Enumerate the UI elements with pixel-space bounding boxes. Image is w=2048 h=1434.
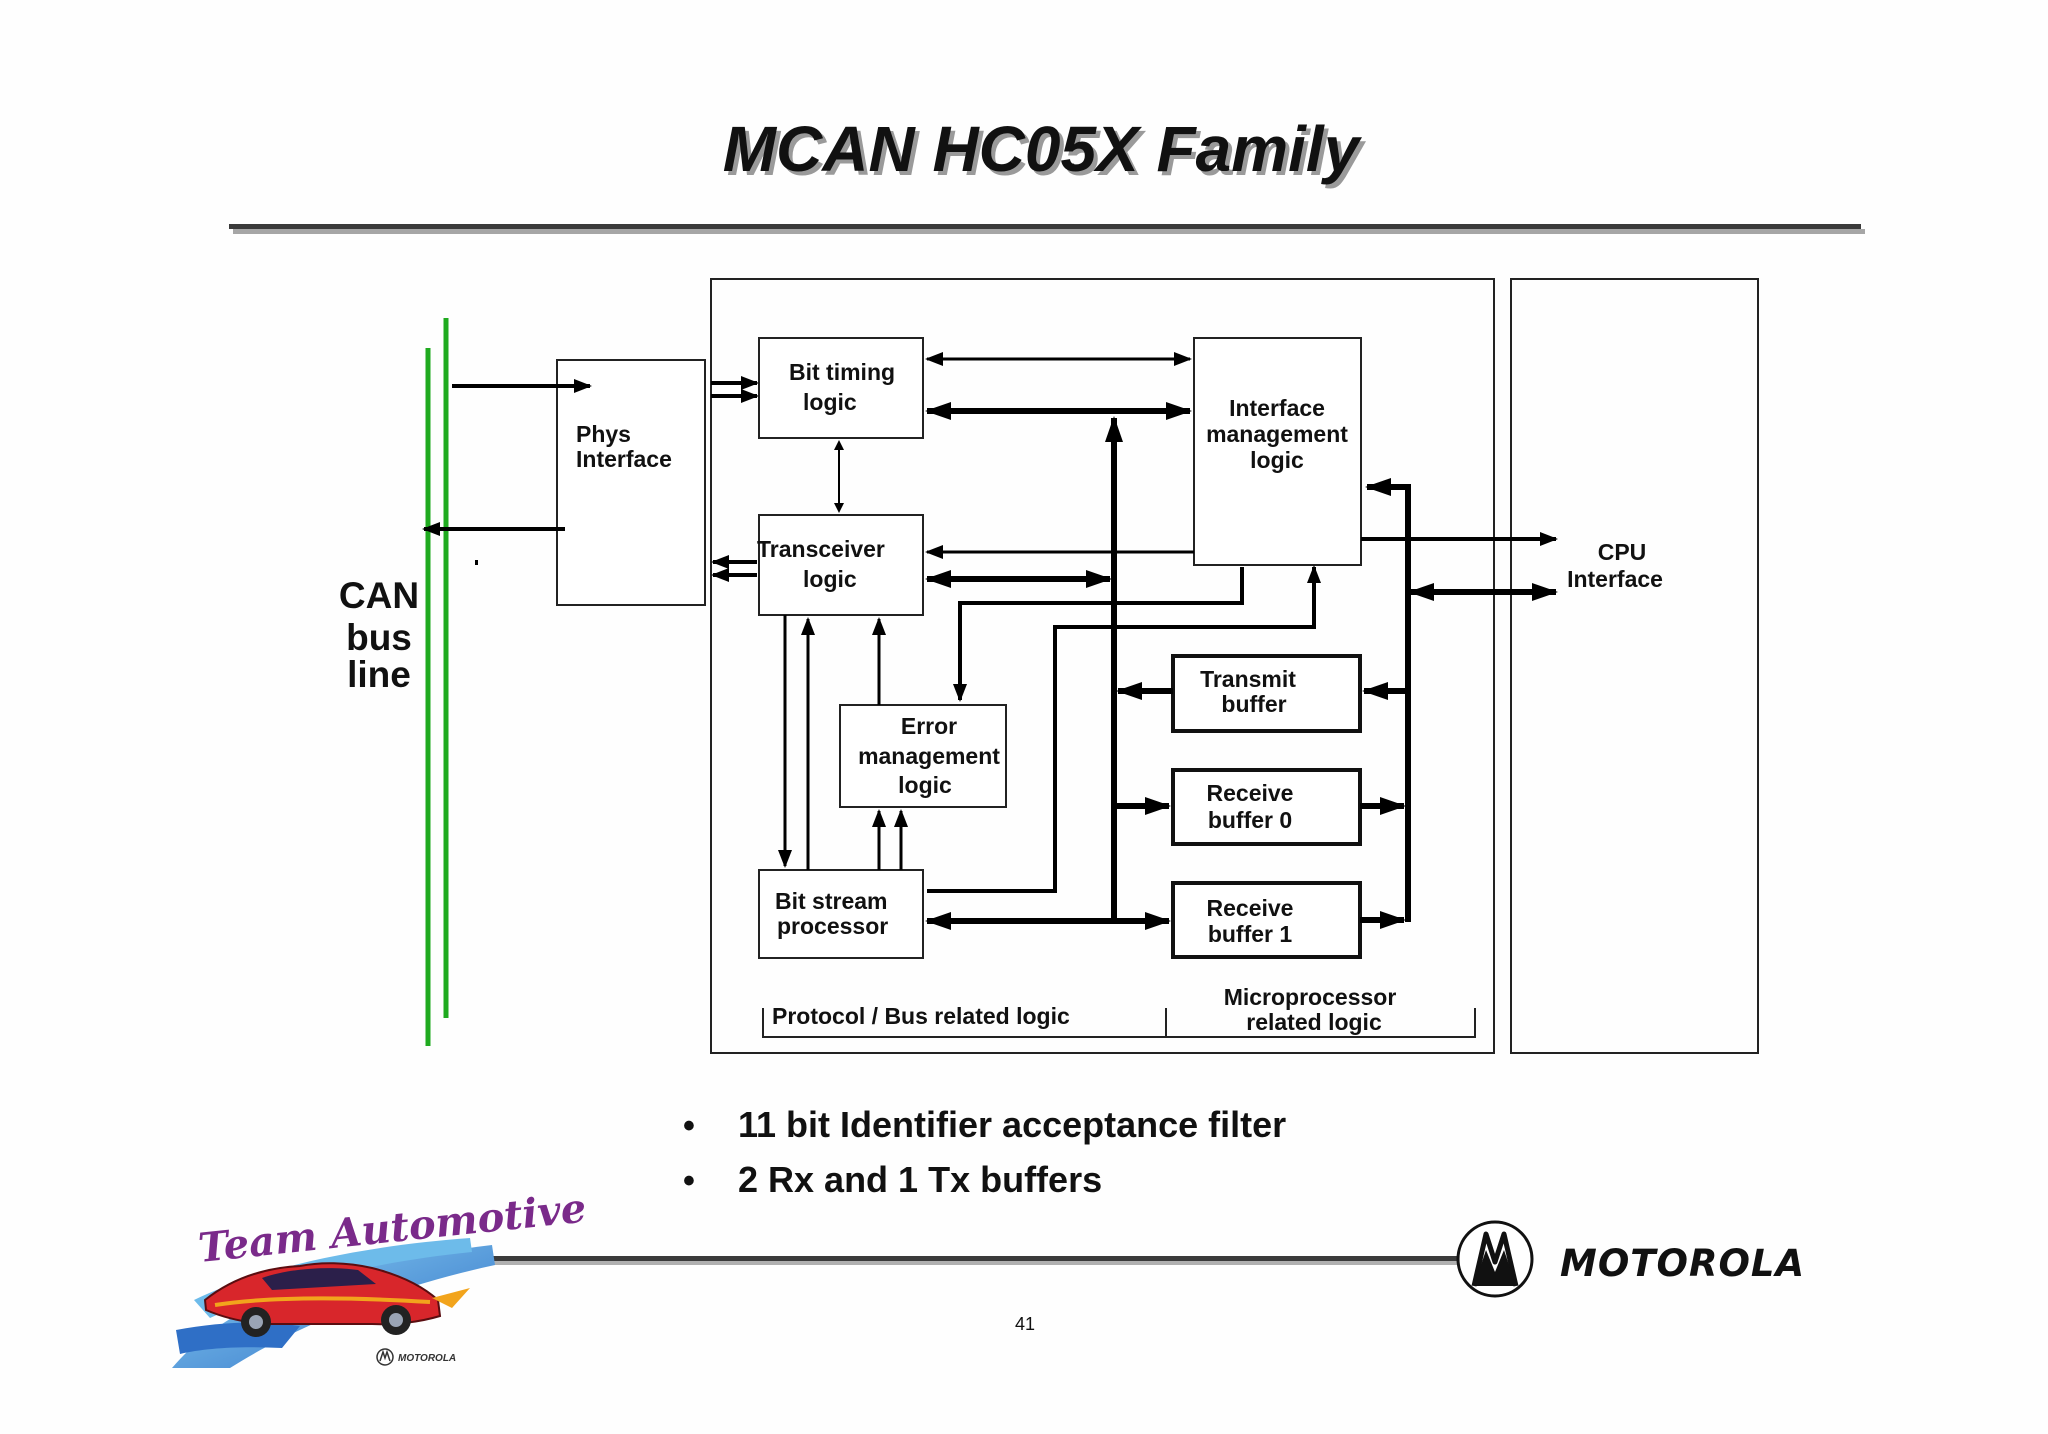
- svg-text:logic: logic: [803, 566, 857, 592]
- protocol-region-label: Protocol / Bus related logic: [762, 1003, 1167, 1038]
- svg-text:•: •: [683, 1162, 695, 1200]
- svg-text:Protocol / Bus related logic: Protocol / Bus related logic: [772, 1003, 1070, 1029]
- bus-label: bus: [346, 617, 412, 658]
- svg-text:Bit stream: Bit stream: [775, 888, 887, 914]
- microprocessor-region-label: Microprocessor related logic: [1165, 984, 1476, 1038]
- bullet-item: • 2 Rx and 1 Tx buffers: [683, 1159, 1102, 1200]
- slide-title: MCAN HC05X Family MCAN HC05X Family: [723, 113, 1367, 189]
- svg-text:related logic: related logic: [1246, 1009, 1382, 1035]
- error-management-block: Error management logic: [839, 704, 1007, 808]
- svg-text:Error: Error: [901, 713, 957, 739]
- can-label: CAN: [339, 575, 419, 616]
- arrow-interface-to-error: [953, 567, 1244, 702]
- svg-text:•: •: [683, 1107, 695, 1145]
- svg-text:Phys: Phys: [576, 421, 631, 447]
- motorola-logo: MOTOROLA: [1456, 1220, 1805, 1298]
- car-icon: [203, 1262, 470, 1337]
- team-automotive-logo: Team Automotive MOTOROLA: [172, 1184, 588, 1368]
- receive-buffer-0-block: Receive buffer 0: [1171, 768, 1362, 846]
- bullet-text: 2 Rx and 1 Tx buffers: [738, 1159, 1102, 1200]
- cpu-boundary: [1510, 278, 1759, 1054]
- controller-boundary: [710, 278, 1495, 1054]
- small-motorola-mark: MOTOROLA: [376, 1348, 456, 1366]
- svg-text:Microprocessor: Microprocessor: [1224, 984, 1397, 1010]
- transmit-buffer-block: Transmit buffer: [1171, 654, 1362, 733]
- footer-rule: [470, 1256, 1474, 1265]
- svg-text:Bit timing: Bit timing: [789, 359, 895, 385]
- transceiver-block: Transceiver logic: [757, 514, 924, 616]
- connections: [422, 352, 1558, 930]
- svg-text:management: management: [1206, 421, 1348, 447]
- svg-text:Receive: Receive: [1207, 895, 1294, 921]
- bit-stream-processor-block: Bit stream processor: [758, 869, 924, 959]
- phys-interface-block: Phys Interface: [556, 359, 706, 606]
- title-shadow: MCAN HC05X Family: [727, 117, 1367, 189]
- svg-text:buffer: buffer: [1221, 691, 1286, 717]
- microprocessor-bus: [1365, 478, 1411, 922]
- svg-text:Transceiver: Transceiver: [757, 536, 885, 562]
- svg-text:CPU: CPU: [1598, 539, 1647, 565]
- can-bus-label: CAN bus line: [339, 575, 419, 695]
- svg-text:management: management: [858, 743, 1000, 769]
- svg-text:Interface: Interface: [1229, 395, 1325, 421]
- bullet-text: 11 bit Identifier acceptance filter: [738, 1104, 1286, 1145]
- svg-text:logic: logic: [803, 389, 857, 415]
- page-title: MCAN HC05X Family: [723, 113, 1363, 185]
- svg-text:buffer 1: buffer 1: [1208, 921, 1293, 947]
- cpu-interface-label: CPU Interface: [1567, 539, 1663, 592]
- svg-text:logic: logic: [898, 772, 952, 798]
- line-label: line: [347, 654, 411, 695]
- motorola-wordmark: MOTOROLA: [1560, 1242, 1805, 1285]
- svg-text:buffer 0: buffer 0: [1208, 807, 1292, 833]
- svg-text:processor: processor: [777, 913, 888, 939]
- block-diagram: CAN bus line Phys Interface Bit timing l…: [339, 278, 1759, 1054]
- arrow-bitstream-to-interface: [927, 565, 1321, 893]
- svg-text:Interface: Interface: [1567, 566, 1663, 592]
- svg-text:Interface: Interface: [576, 446, 672, 472]
- svg-text:logic: logic: [1250, 447, 1304, 473]
- svg-text:Receive: Receive: [1207, 780, 1294, 806]
- interface-management-block: Interface management logic: [1193, 337, 1362, 566]
- bullet-list: • 11 bit Identifier acceptance filter • …: [683, 1104, 1286, 1200]
- title-rule: [229, 224, 1865, 234]
- bullet-item: • 11 bit Identifier acceptance filter: [683, 1104, 1286, 1145]
- bit-timing-block: Bit timing logic: [758, 337, 924, 439]
- page-number: 41: [1015, 1314, 1035, 1334]
- receive-buffer-1-block: Receive buffer 1: [1171, 881, 1362, 959]
- small-motorola-text: MOTOROLA: [398, 1353, 456, 1364]
- svg-text:Transmit: Transmit: [1200, 666, 1296, 692]
